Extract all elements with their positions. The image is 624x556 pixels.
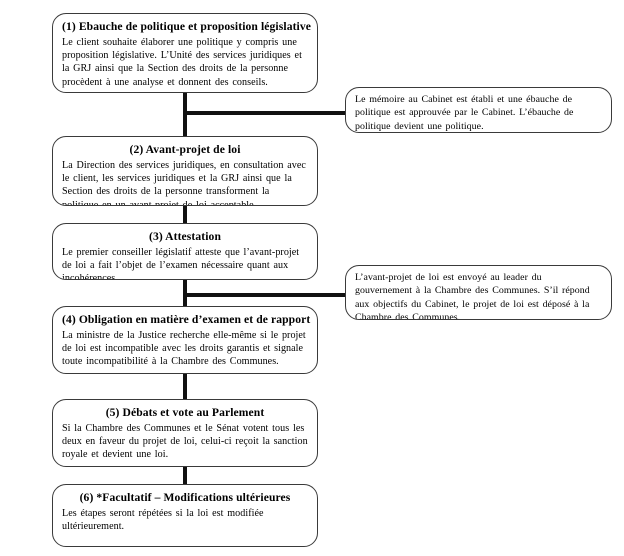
node-step-6[interactable]: (6) *Facultatif – Modifications ultérieu… (52, 484, 318, 547)
connector-step2-to-step3 (183, 206, 187, 223)
node-step-5-title: (5) Débats et vote au Parlement (105, 406, 265, 419)
node-step-2-title: (2) Avant-projet de loi (129, 143, 241, 156)
node-step-1[interactable]: (1) Ebauche de politique et proposition … (52, 13, 318, 93)
connector-step5-to-step6 (183, 467, 187, 484)
node-step-4-title: (4) Obligation en matière d’examen et de… (62, 313, 311, 326)
connector-branch-to-note-depot (183, 293, 347, 297)
note-depot-body: L’avant-projet de loi est envoyé au lead… (355, 272, 590, 320)
node-step-5[interactable]: (5) Débats et vote au Parlement Si la Ch… (52, 399, 318, 467)
node-step-5-body: Si la Chambre des Communes et le Sénat v… (62, 423, 308, 461)
node-step-6-title: (6) *Facultatif – Modifications ultérieu… (79, 491, 291, 504)
note-cabinet[interactable]: Le mémoire au Cabinet est établi et une … (345, 87, 612, 133)
node-step-4[interactable]: (4) Obligation en matière d’examen et de… (52, 306, 318, 374)
node-step-2[interactable]: (2) Avant-projet de loi La Direction des… (52, 136, 318, 206)
connector-step4-to-step5 (183, 374, 187, 399)
node-step-6-body: Les étapes seront répétées si la loi est… (62, 508, 264, 533)
node-step-2-body: La Direction des services juridiques, en… (62, 160, 306, 206)
note-depot[interactable]: L’avant-projet de loi est envoyé au lead… (345, 265, 612, 320)
node-step-3[interactable]: (3) Attestation Le premier conseiller lé… (52, 223, 318, 280)
note-cabinet-body: Le mémoire au Cabinet est établi et une … (355, 94, 574, 132)
node-step-3-body: Le premier conseiller législatif atteste… (62, 247, 300, 280)
node-step-3-title: (3) Attestation (148, 230, 221, 243)
node-step-1-body: Le client souhaite élaborer une politiqu… (62, 37, 302, 88)
node-step-4-body: La ministre de la Justice recherche elle… (62, 330, 306, 368)
connector-branch-to-note-cabinet (183, 111, 347, 115)
node-step-1-title: (1) Ebauche de politique et proposition … (62, 20, 312, 33)
